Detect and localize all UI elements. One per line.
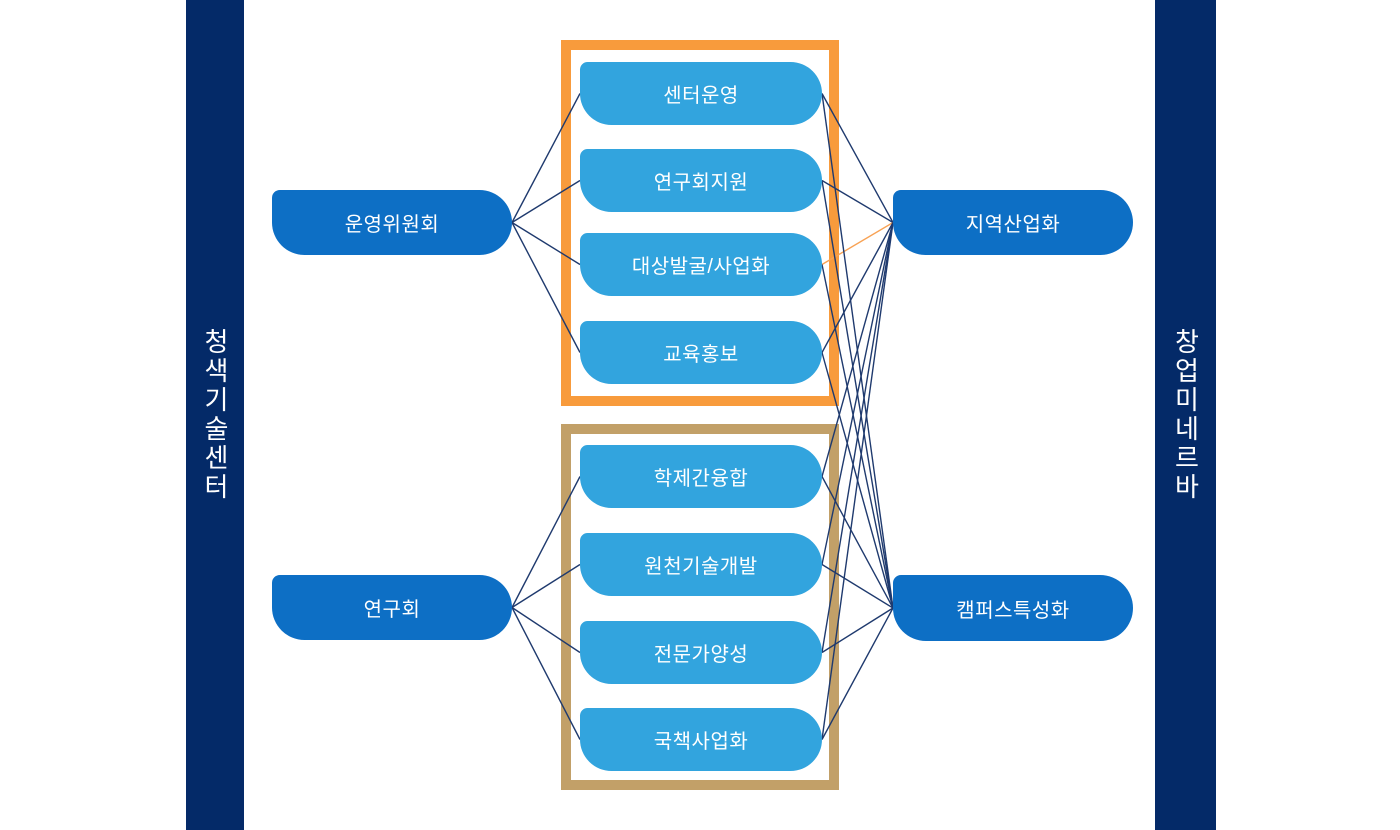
node-regional-industrialization: 지역산업화	[893, 190, 1133, 255]
node-operating-committee: 운영위원회	[272, 190, 512, 255]
left-sidebar-label: 청색기술센터	[200, 328, 230, 502]
node-campus-specialization: 캠퍼스특성화	[893, 575, 1133, 641]
node-source-technology-development: 원천기술개발	[580, 533, 822, 596]
node-interdisciplinary-convergence: 학제간융합	[580, 445, 822, 508]
node-expert-training: 전문가양성	[580, 621, 822, 684]
node-research-society-support: 연구회지원	[580, 149, 822, 212]
node-center-operation: 센터운영	[580, 62, 822, 125]
right-sidebar-label: 창업미네르바	[1170, 328, 1201, 502]
right-sidebar: 창업미네르바	[1155, 0, 1216, 830]
left-sidebar: 청색기술센터	[186, 0, 244, 830]
node-education-promotion: 교육홍보	[580, 321, 822, 384]
node-research-society: 연구회	[272, 575, 512, 640]
node-national-project-commercialization: 국책사업화	[580, 708, 822, 771]
node-target-discovery-commercialization: 대상발굴/사업화	[580, 233, 822, 296]
